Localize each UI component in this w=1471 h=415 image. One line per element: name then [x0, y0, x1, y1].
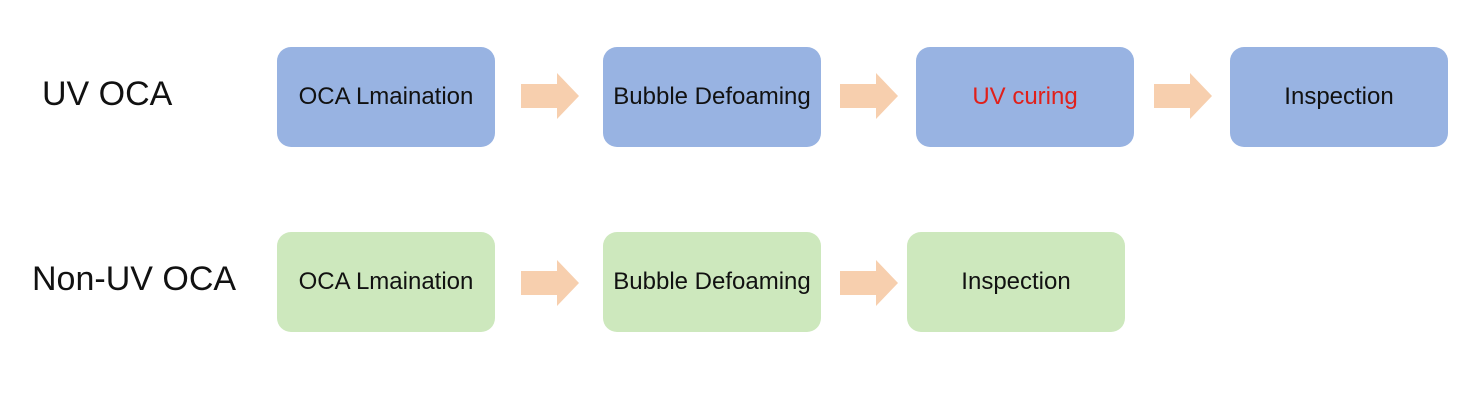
step-oca-lamination-uv: OCA Lmaination	[277, 47, 495, 147]
arrow-right-icon	[521, 260, 579, 306]
step-label: Bubble Defoaming	[613, 268, 811, 295]
row-label-uv-oca: UV OCA	[42, 75, 173, 113]
step-uv-curing: UV curing	[916, 47, 1134, 147]
step-inspection-uv: Inspection	[1230, 47, 1448, 147]
arrow-right-icon	[521, 73, 579, 119]
step-oca-lamination-non-uv: OCA Lmaination	[277, 232, 495, 332]
step-inspection-non-uv: Inspection	[907, 232, 1125, 332]
row-label-non-uv-oca: Non-UV OCA	[32, 260, 237, 298]
arrow-right-icon	[840, 260, 898, 306]
step-label: OCA Lmaination	[298, 83, 474, 110]
step-bubble-defoaming-non-uv: Bubble Defoaming	[603, 232, 821, 332]
arrow-right-icon	[840, 73, 898, 119]
arrow-right-icon	[1154, 73, 1212, 119]
step-label: Inspection	[1284, 83, 1394, 110]
step-label: Bubble Defoaming	[613, 83, 811, 110]
step-bubble-defoaming-uv: Bubble Defoaming	[603, 47, 821, 147]
step-label: UV curing	[972, 83, 1078, 110]
step-label: OCA Lmaination	[298, 268, 474, 295]
step-label: Inspection	[961, 268, 1071, 295]
